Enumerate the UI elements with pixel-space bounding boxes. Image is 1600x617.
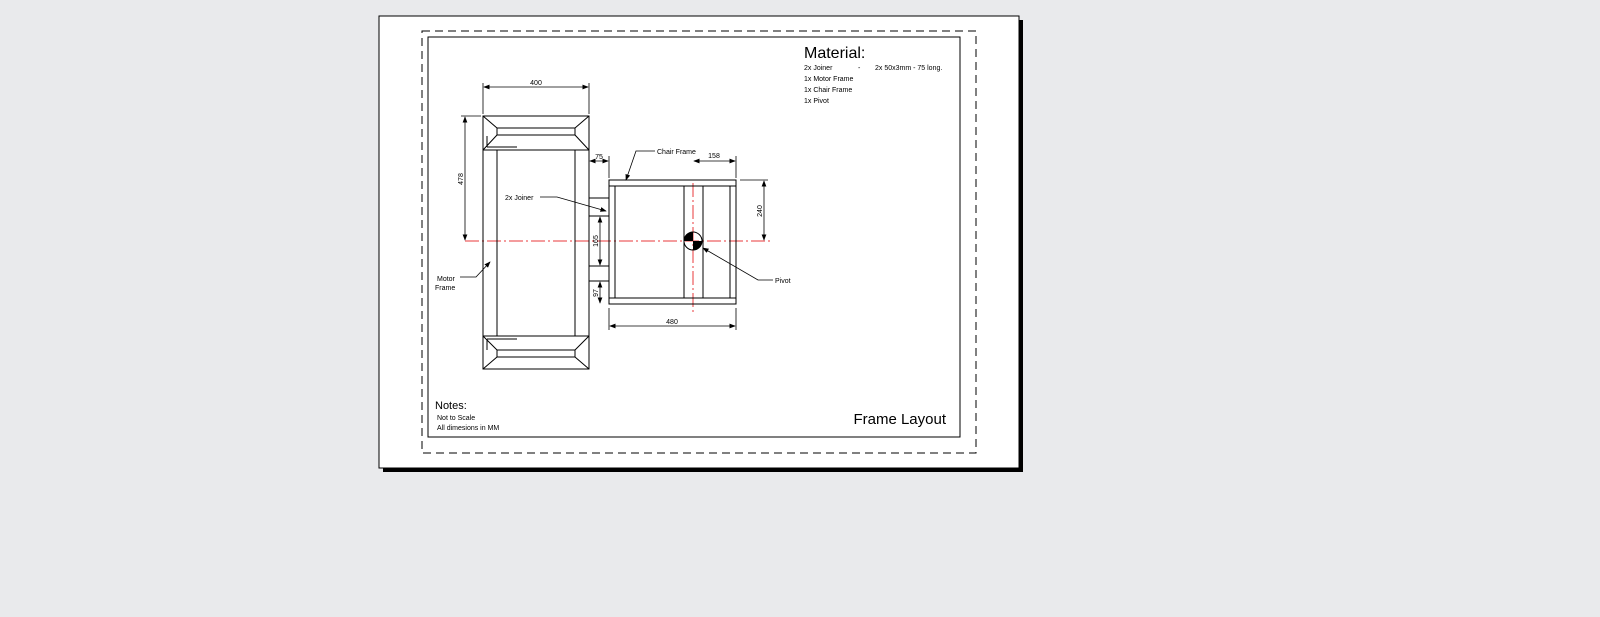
notes-heading: Notes: xyxy=(435,400,467,412)
drawing-border xyxy=(427,36,961,438)
material-separator: - xyxy=(858,65,861,72)
label-motor-frame-2: Frame xyxy=(435,285,455,292)
label-motor-frame-1: Motor xyxy=(437,276,456,283)
drawing-title: Frame Layout xyxy=(853,411,946,428)
motor-frame xyxy=(482,115,590,370)
dim-pivot-offset: 158 xyxy=(708,153,720,160)
joiners xyxy=(589,197,609,282)
pivot-symbol xyxy=(683,231,703,251)
dim-chair-width: 480 xyxy=(666,319,678,326)
material-item: 1x Pivot xyxy=(804,98,829,105)
dimension-lines xyxy=(461,83,768,330)
material-item: 1x Motor Frame xyxy=(804,76,854,83)
material-spec: 2x 50x3mm - 75 long. xyxy=(875,65,942,72)
dim-joiner-gap: 165 xyxy=(593,235,600,247)
dim-chair-height: 240 xyxy=(757,205,764,217)
material-item: 2x Joiner xyxy=(804,65,833,72)
material-item: 1x Chair Frame xyxy=(804,87,852,94)
label-pivot: Pivot xyxy=(775,278,791,285)
label-chair-frame: Chair Frame xyxy=(657,149,696,156)
note-item: Not to Scale xyxy=(437,415,475,422)
dim-motor-height: 478 xyxy=(458,173,465,185)
dim-joiner-edge: 97 xyxy=(593,289,600,297)
dim-joiner-length: 75 xyxy=(595,154,603,161)
note-item: All dimesions in MM xyxy=(437,425,499,432)
material-heading: Material: xyxy=(804,45,865,62)
dim-motor-width: 400 xyxy=(530,80,542,87)
print-margin xyxy=(421,30,977,454)
chair-frame xyxy=(608,179,737,305)
leader-lines xyxy=(460,150,773,281)
label-joiner: 2x Joiner xyxy=(505,195,534,202)
